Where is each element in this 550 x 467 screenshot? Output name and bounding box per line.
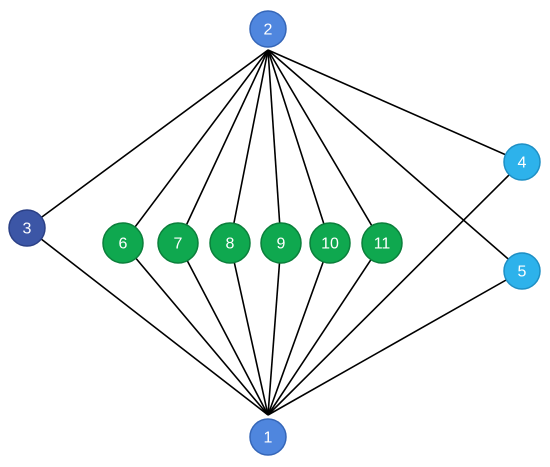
node-label-6: 6 — [119, 236, 128, 253]
node-label-11: 11 — [374, 236, 391, 253]
node-circle-4 — [503, 143, 541, 181]
node-label-3: 3 — [23, 221, 32, 238]
node-5: 5 — [503, 252, 541, 290]
node-label-5: 5 — [518, 264, 527, 281]
edge-2-7 — [177, 49, 269, 244]
edge-layer — [26, 49, 523, 416]
node-circle-10 — [309, 222, 351, 264]
edge-2-9 — [267, 49, 282, 244]
edge-1-9 — [267, 242, 282, 416]
node-label-4: 4 — [518, 155, 527, 172]
node-4: 4 — [503, 143, 541, 181]
node-label-10: 10 — [321, 236, 339, 253]
node-label-2: 2 — [264, 22, 273, 39]
edge-2-6 — [122, 49, 269, 244]
edge-1-6 — [122, 242, 269, 416]
edge-2-11 — [267, 49, 383, 244]
edge-2-10 — [267, 49, 331, 244]
edge-2-3 — [26, 49, 269, 229]
node-10: 10 — [309, 222, 351, 264]
edge-1-3 — [26, 227, 269, 416]
node-label-7: 7 — [174, 236, 183, 253]
edge-2-5 — [267, 49, 523, 272]
node-circle-2 — [249, 10, 287, 48]
node-label-1: 1 — [264, 430, 273, 447]
node-label-9: 9 — [277, 236, 286, 253]
node-11: 11 — [361, 222, 403, 264]
node-8: 8 — [209, 222, 251, 264]
node-1: 1 — [249, 418, 287, 456]
node-9: 9 — [260, 222, 302, 264]
node-circle-6 — [102, 222, 144, 264]
edge-1-10 — [267, 242, 331, 416]
node-layer: 1 2 3 4 5 6 7 8 9 10 11 — [8, 10, 541, 456]
node-3: 3 — [8, 209, 46, 247]
edge-2-4 — [267, 49, 523, 163]
node-7: 7 — [157, 222, 199, 264]
node-label-8: 8 — [226, 236, 235, 253]
node-6: 6 — [102, 222, 144, 264]
edge-2-8 — [229, 49, 269, 244]
node-circle-8 — [209, 222, 251, 264]
node-circle-3 — [8, 209, 46, 247]
node-circle-1 — [249, 418, 287, 456]
node-circle-5 — [503, 252, 541, 290]
edge-1-4 — [267, 161, 523, 416]
edge-1-5 — [267, 270, 523, 416]
node-circle-9 — [260, 222, 302, 264]
node-2: 2 — [249, 10, 287, 48]
node-circle-7 — [157, 222, 199, 264]
edge-1-11 — [267, 242, 383, 416]
edge-1-7 — [177, 242, 269, 416]
node-circle-11 — [361, 222, 403, 264]
edge-1-8 — [229, 242, 269, 416]
